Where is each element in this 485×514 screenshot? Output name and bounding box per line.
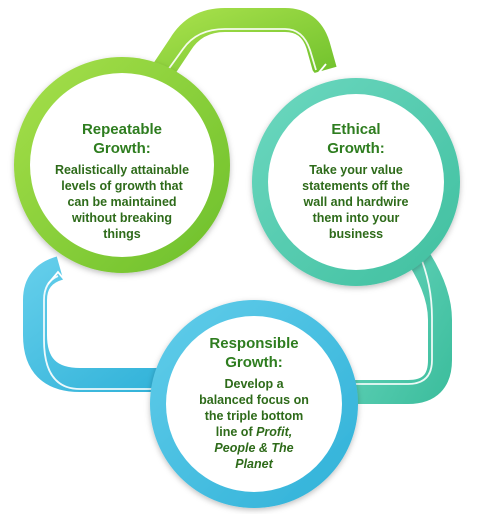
- text-line: balanced focus on: [199, 393, 309, 407]
- title-line: Growth:: [225, 354, 283, 371]
- title-line: Growth:: [93, 140, 151, 157]
- text-line: Realistically attainable: [54, 163, 190, 177]
- responsible-growth-node: Responsible Growth: Develop a balanced f…: [174, 334, 334, 472]
- text-line: line of Profit,: [199, 424, 309, 440]
- ethical-circle: [252, 78, 460, 286]
- text-line: People & The: [199, 440, 309, 456]
- text-line: Take your value: [309, 163, 403, 177]
- text-line: Develop a: [224, 377, 284, 391]
- text-line: the triple bottom: [204, 409, 304, 423]
- italic-fragment: Planet: [235, 457, 273, 471]
- italic-fragment: People & The: [214, 441, 294, 455]
- text-line: things: [103, 227, 141, 241]
- node-title: Ethical Growth:: [327, 120, 385, 158]
- title-line: Growth:: [327, 140, 385, 157]
- responsible-circle: [150, 300, 358, 508]
- repeatable-growth-node: Repeatable Growth: Realistically attaina…: [32, 120, 212, 242]
- text-line: can be maintained: [67, 195, 177, 209]
- text-line: them into your: [312, 211, 400, 225]
- node-description: Take your value statements off the wall …: [302, 162, 410, 242]
- node-title: Repeatable Growth:: [82, 120, 162, 158]
- node-title: Responsible Growth:: [209, 334, 298, 372]
- text-line: levels of growth that: [61, 179, 183, 193]
- text-line: Planet: [199, 456, 309, 472]
- title-line: Responsible: [209, 335, 299, 352]
- text-line: wall and hardwire: [303, 195, 409, 209]
- title-line: Repeatable: [81, 121, 163, 138]
- blue-arrow: [23, 256, 190, 392]
- title-line: Ethical: [331, 121, 381, 138]
- node-description: Realistically attainable levels of growt…: [55, 162, 189, 242]
- ethical-growth-node: Ethical Growth: Take your value statemen…: [276, 120, 436, 242]
- text-line: business: [328, 227, 384, 241]
- node-description: Develop a balanced focus on the triple b…: [199, 376, 309, 472]
- repeatable-circle: [14, 57, 230, 273]
- text-line: statements off the: [302, 179, 410, 193]
- text-line: without breaking: [72, 211, 172, 225]
- green-arrow: [140, 8, 337, 97]
- text-fragment: line of: [215, 425, 253, 439]
- italic-fragment: Profit,: [256, 425, 293, 439]
